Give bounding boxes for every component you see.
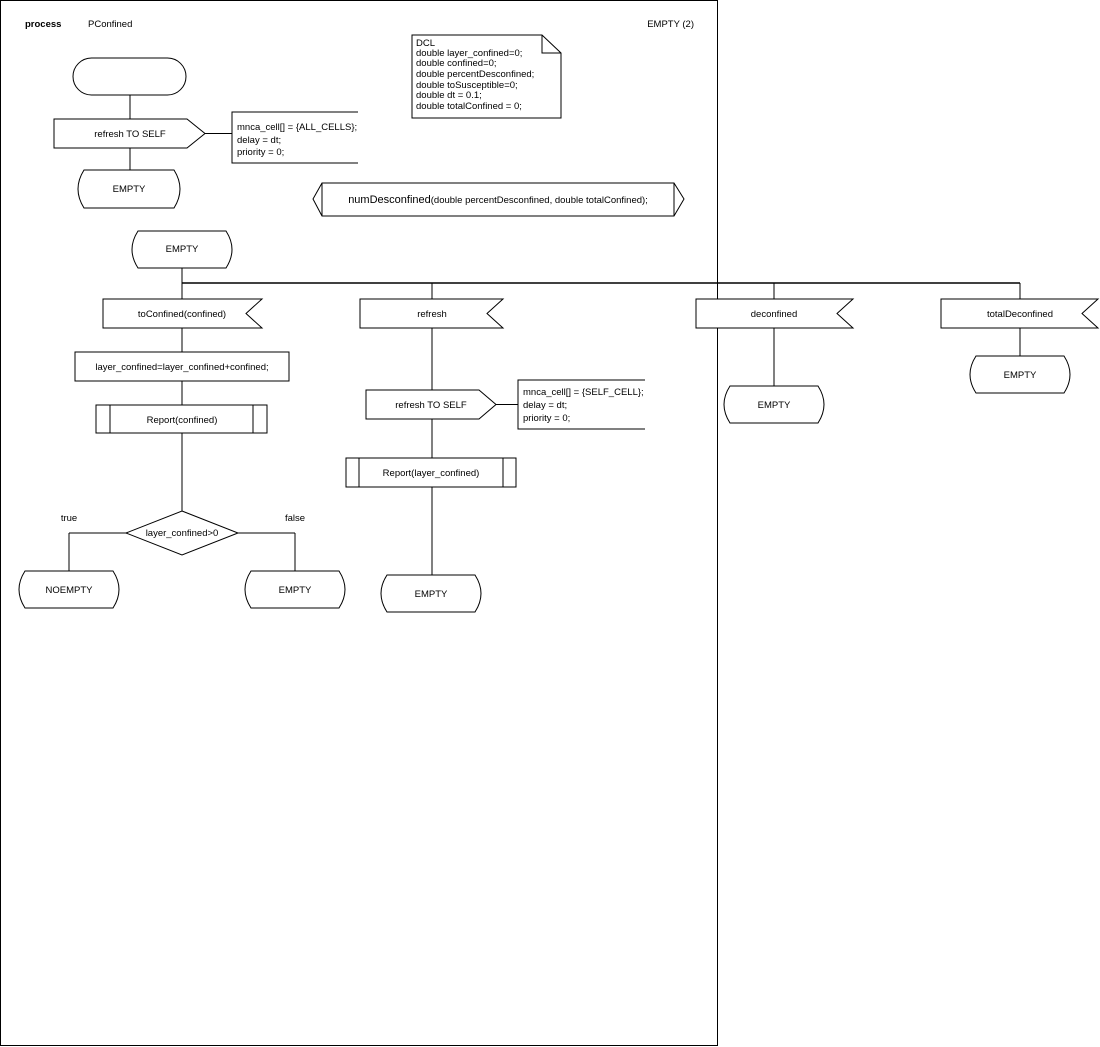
state-empty-refresh-label: EMPTY (415, 589, 448, 600)
start-output-comment: mnca_cell[] = {ALL_CELLS}; delay = dt; p… (205, 111, 358, 164)
start-symbol (72, 57, 187, 96)
state-empty-deconfined-label: EMPTY (758, 400, 791, 411)
decision-layer-confined: layer_confined>0 (124, 510, 240, 556)
start-comment-line-1: delay = dt; (237, 135, 281, 146)
state-empty: EMPTY (131, 230, 233, 269)
declaration-line-1: double layer_confined=0; (416, 48, 522, 59)
start-output-signal: refresh TO SELF (53, 118, 206, 149)
state-empty-deconfined: EMPTY (723, 385, 825, 424)
state-noempty: NOEMPTY (18, 570, 120, 609)
state-empty-refresh: EMPTY (380, 574, 482, 613)
start-next-state: EMPTY (77, 169, 181, 209)
start-comment-line-2: priority = 0; (237, 147, 284, 158)
call-report-layer-confined: Report(layer_confined) (345, 457, 517, 488)
refresh-comment-line-2: priority = 0; (523, 413, 570, 424)
input-toconfined: toConfined(confined) (102, 298, 264, 329)
process-name: PConfined (88, 19, 132, 30)
state-empty-false-label: EMPTY (279, 585, 312, 596)
declaration-line-6: double totalConfined = 0; (416, 101, 522, 112)
start-next-state-label: EMPTY (113, 184, 146, 195)
declaration-line-4: double toSusceptible=0; (416, 80, 518, 91)
task-layer-confined: layer_confined=layer_confined+confined; (74, 351, 290, 382)
state-empty-label: EMPTY (166, 244, 199, 255)
procedure-reference: numDesconfined(double percentDesconfined… (312, 182, 685, 217)
process-keyword: process (25, 19, 61, 30)
input-refresh-label: refresh (417, 309, 447, 320)
start-output-label: refresh TO SELF (94, 129, 166, 140)
state-noempty-label: NOEMPTY (46, 585, 94, 596)
input-deconfined: deconfined (695, 298, 855, 329)
state-empty-false: EMPTY (244, 570, 346, 609)
declaration-box: DCL double layer_confined=0; double conf… (411, 34, 562, 119)
task-layer-confined-label: layer_confined=layer_confined+confined; (95, 362, 268, 373)
declaration-line-0: DCL (416, 38, 435, 49)
input-totaldeconfined-label: totalDeconfined (987, 309, 1053, 320)
input-deconfined-label: deconfined (751, 309, 797, 320)
state-empty-totaldeconfined: EMPTY (969, 355, 1071, 394)
declaration-line-3: double percentDesconfined; (416, 69, 534, 80)
page-frame (0, 0, 718, 1046)
refresh-comment-line-1: delay = dt; (523, 400, 567, 411)
decision-true-label: true (61, 513, 77, 524)
procedure-label: numDesconfined(double percentDesconfined… (348, 194, 648, 206)
refresh-comment-line-0: mnca_cell[] = {SELF_CELL}; (523, 387, 644, 398)
decision-false-label: false (285, 513, 305, 524)
refresh-output-label: refresh TO SELF (395, 400, 467, 411)
refresh-output-signal: refresh TO SELF (365, 389, 497, 420)
input-refresh: refresh (359, 298, 505, 329)
start-comment-line-0: mnca_cell[] = {ALL_CELLS}; (237, 122, 357, 133)
page-number: EMPTY (2) (647, 19, 694, 30)
call-report-confined: Report(confined) (95, 404, 268, 434)
call-report-confined-label: Report(confined) (147, 415, 218, 426)
procedure-name: numDesconfined (348, 194, 431, 206)
call-report-layer-confined-label: Report(layer_confined) (383, 468, 480, 479)
state-empty-totaldeconfined-label: EMPTY (1004, 370, 1037, 381)
decision-label: layer_confined>0 (146, 528, 219, 539)
procedure-params: (double percentDesconfined, double total… (431, 195, 648, 206)
refresh-output-comment: mnca_cell[] = {SELF_CELL}; delay = dt; p… (496, 379, 645, 430)
declaration-line-2: double confined=0; (416, 58, 497, 69)
declaration-line-5: double dt = 0.1; (416, 90, 482, 101)
input-toconfined-label: toConfined(confined) (138, 309, 226, 320)
input-totaldeconfined: totalDeconfined (940, 298, 1100, 329)
